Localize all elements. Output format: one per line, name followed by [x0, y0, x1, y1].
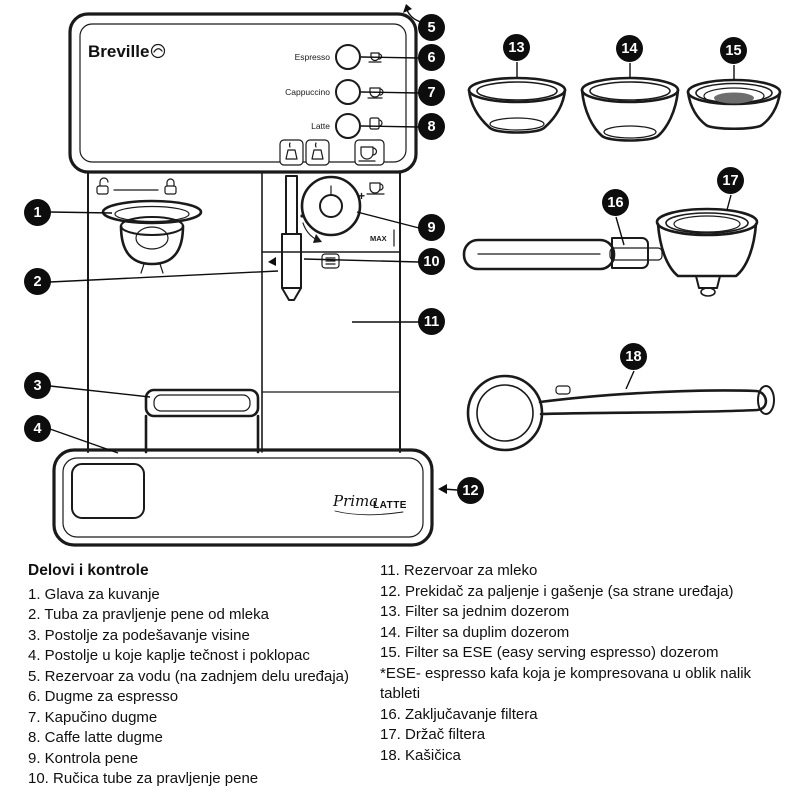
- legend-item-6: 6. Dugme za espresso: [28, 688, 179, 705]
- knob-cup-icon: [366, 182, 385, 195]
- froth-setting-2-icon: [305, 139, 330, 166]
- legend-item-15: 15. Filter sa ESE (easy serving espresso…: [380, 644, 719, 661]
- callout-8: 8: [418, 113, 445, 140]
- legend-item-17: 17. Držač filtera: [380, 726, 486, 743]
- callout-11: 11: [418, 308, 445, 335]
- legend-item-2: 2. Tuba za pravljenje pene od mleka: [28, 606, 269, 623]
- callout-4: 4: [24, 415, 51, 442]
- brew-head: [101, 199, 203, 274]
- cup-size-icon: [354, 139, 385, 166]
- callout-2: 2: [24, 268, 51, 295]
- latte-mug-icon: [369, 117, 383, 130]
- legend-item-9: 9. Kontrola pene: [28, 749, 139, 767]
- knob-plus-label: +: [358, 189, 365, 203]
- legend-item-18: 18. Kašičica: [380, 746, 461, 764]
- callout-15: 15: [720, 37, 747, 64]
- lock-icon: [164, 178, 177, 195]
- drip-grille: [71, 463, 145, 519]
- froth-control-knob: +: [300, 175, 365, 243]
- legend-item-16: 16. Zaključavanje filtera: [380, 705, 538, 723]
- wand-direction-arrow-icon: [268, 257, 276, 266]
- callout-13: 13: [503, 34, 530, 61]
- filter-lock-clip: [609, 247, 663, 261]
- drip-tray-base: [52, 448, 434, 547]
- tank-lid-icon: [321, 253, 340, 269]
- machine-diagram-art: Breville Espresso Cappuccino Latte: [49, 4, 782, 547]
- callout-1: 1: [24, 199, 51, 226]
- callout-5: 5: [418, 14, 445, 41]
- latte-button: [335, 113, 361, 139]
- unlock-icon: [96, 177, 109, 195]
- callout-12: 12: [457, 477, 484, 504]
- legend-item-3: 3. Postolje za podešavanje visine: [28, 626, 250, 644]
- model-script-text: Prima: [332, 492, 378, 510]
- legend-right-column: 11. Rezervoar za mleko 12. Prekidač za p…: [380, 561, 766, 766]
- callout-9: 9: [418, 214, 445, 241]
- max-level-label: MAX: [370, 234, 387, 243]
- legend-item-7: 7. Kapučino dugme: [28, 708, 158, 726]
- portafilter-handle: [462, 238, 616, 271]
- callout-18: 18: [620, 343, 647, 370]
- cappuccino-button-label: Cappuccino: [285, 87, 330, 97]
- model-logo: Prima LATTE: [332, 492, 407, 516]
- measuring-spoon: [466, 374, 775, 452]
- callout-6: 6: [418, 44, 445, 71]
- legend-title: Delovi i kontrole: [28, 562, 149, 579]
- espresso-button-label: Espresso: [295, 52, 331, 62]
- legend-item-12: 12. Prekidač za paljenje i gašenje (sa s…: [380, 582, 734, 600]
- legend-item-11: 11. Rezervoar za mleko: [380, 562, 538, 579]
- legend-item-1: 1. Glava za kuvanje: [28, 585, 160, 603]
- callout-16: 16: [602, 189, 629, 216]
- filter-basket-ese: [686, 78, 782, 131]
- brand-logo-mark-icon: [150, 43, 166, 59]
- legend-item-5: 5. Rezervoar za vodu (na zadnjem delu ur…: [28, 667, 350, 685]
- model-caps-text: LATTE: [373, 500, 407, 511]
- filter-basket-double: [580, 76, 680, 142]
- callout-14: 14: [616, 35, 643, 62]
- callout-10: 10: [418, 248, 445, 275]
- espresso-button: [335, 44, 361, 70]
- legend-left-column: Delovi i kontrole 1. Glava za kuvanje 2.…: [28, 561, 376, 790]
- legend-item-4: 4. Postolje u koje kaplje tečnost i pokl…: [28, 647, 310, 664]
- legend-item-10: 10. Ručica tube za pravljenje pene: [28, 770, 259, 787]
- cappuccino-button: [335, 79, 361, 105]
- callout-17: 17: [717, 167, 744, 194]
- legend-item-13: 13. Filter sa jednim dozerom: [380, 603, 570, 620]
- height-adjust-platform: [144, 388, 260, 454]
- latte-button-label: Latte: [311, 121, 330, 131]
- legend-item-8: 8. Caffe latte dugme: [28, 729, 163, 746]
- brand-logo-text: Breville: [88, 42, 149, 61]
- froth-setting-icon: [279, 139, 304, 166]
- portafilter: [462, 207, 759, 297]
- frothing-tube: [268, 175, 302, 301]
- legend-item-14: 14. Filter sa duplim dozerom: [380, 623, 570, 641]
- callout-7: 7: [418, 79, 445, 106]
- callout-3: 3: [24, 372, 51, 399]
- filter-basket-single: [467, 76, 567, 134]
- legend-note-ese: *ESE- espresso kafa koja je kompresovana…: [380, 664, 752, 703]
- callout-leader-lines: [49, 4, 735, 494]
